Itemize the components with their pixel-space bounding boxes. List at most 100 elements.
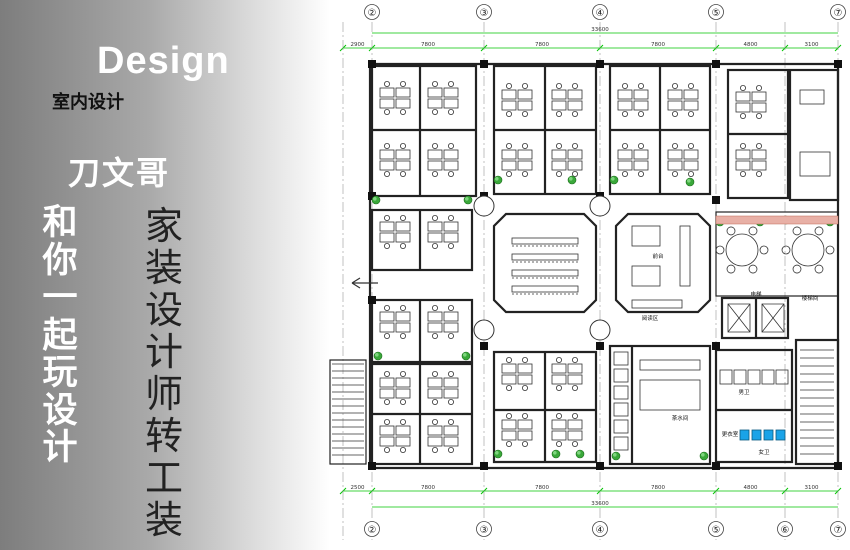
desk <box>617 149 633 160</box>
desk <box>501 419 517 430</box>
axis-bubble <box>364 4 380 20</box>
chair <box>622 111 629 118</box>
desk <box>443 160 459 171</box>
training-table <box>511 285 579 293</box>
desk <box>395 160 411 171</box>
column <box>596 60 604 68</box>
desk <box>683 89 699 100</box>
slogan-char: 一 <box>42 278 78 318</box>
restroom-block <box>714 348 794 464</box>
toilet-stall <box>733 369 747 385</box>
column <box>712 342 720 350</box>
room-label: 更衣室 <box>722 430 739 438</box>
desk <box>443 311 459 322</box>
desk <box>633 89 649 100</box>
chair <box>447 418 454 425</box>
desk <box>427 425 443 436</box>
wash-basin <box>763 429 774 441</box>
desk <box>735 149 751 160</box>
desk <box>379 98 395 109</box>
round-chair <box>792 226 802 236</box>
chair <box>399 81 406 88</box>
sofa <box>631 225 661 247</box>
chair <box>447 109 454 116</box>
toilet-stall <box>775 369 789 385</box>
meeting-table <box>799 151 831 177</box>
axis-bubble <box>592 521 608 537</box>
room-label: 阅读区 <box>642 314 659 322</box>
dim-value: 7800 <box>421 485 435 491</box>
chair <box>556 83 563 90</box>
round-chair <box>748 264 758 274</box>
chair <box>383 214 390 221</box>
stair-block-right <box>794 338 840 466</box>
desk <box>617 100 633 111</box>
chair <box>522 170 529 177</box>
desk <box>551 100 567 111</box>
chair <box>740 142 747 149</box>
stair-block-left <box>329 359 367 465</box>
chair <box>431 142 438 149</box>
axis-label: ③ <box>480 525 489 536</box>
desk <box>427 87 443 98</box>
chair <box>756 85 763 92</box>
column <box>368 296 376 304</box>
chair <box>505 356 512 363</box>
desk <box>443 87 459 98</box>
desk <box>427 98 443 109</box>
axis-bubble <box>830 4 846 20</box>
dim-value: 7800 <box>651 485 665 491</box>
chair <box>383 332 390 339</box>
center-right-room <box>614 212 712 314</box>
counter <box>639 359 701 371</box>
chair <box>740 113 747 120</box>
desk <box>667 149 683 160</box>
round-chair <box>715 245 725 255</box>
chair <box>399 370 406 377</box>
desk <box>379 322 395 333</box>
chair <box>688 111 695 118</box>
desk <box>427 221 443 232</box>
chair <box>622 83 629 90</box>
desk <box>427 322 443 333</box>
chair <box>572 412 579 419</box>
desk <box>551 149 567 160</box>
chair <box>505 440 512 447</box>
desk <box>443 221 459 232</box>
axis-bubble <box>777 521 793 537</box>
left-title-panel <box>0 0 330 550</box>
round-chair <box>792 264 802 274</box>
slogan-left: 和你一起玩设计 <box>40 206 80 469</box>
round-chair <box>748 226 758 236</box>
chair <box>383 170 390 177</box>
desk <box>567 160 583 171</box>
chair <box>447 446 454 453</box>
corridor-node <box>473 319 495 341</box>
wall-layer <box>329 60 842 470</box>
chair <box>447 332 454 339</box>
desk <box>443 322 459 333</box>
desk <box>567 363 583 374</box>
room-label: 前台 <box>652 252 664 260</box>
plant-highlight <box>495 177 499 181</box>
chair <box>622 142 629 149</box>
axis-bubble <box>830 521 846 537</box>
chair <box>556 440 563 447</box>
sofa <box>631 265 661 287</box>
chair <box>505 170 512 177</box>
desk <box>427 160 443 171</box>
chair <box>505 83 512 90</box>
office-block-5 <box>788 68 840 202</box>
axis-label: ⑤ <box>712 525 721 536</box>
chair <box>638 142 645 149</box>
chair <box>399 446 406 453</box>
column <box>368 462 376 470</box>
chair <box>447 214 454 221</box>
desk <box>395 149 411 160</box>
desk <box>501 160 517 171</box>
desk <box>427 232 443 243</box>
locker <box>613 419 629 434</box>
chair <box>383 242 390 249</box>
chair <box>572 384 579 391</box>
plant-highlight <box>569 177 573 181</box>
